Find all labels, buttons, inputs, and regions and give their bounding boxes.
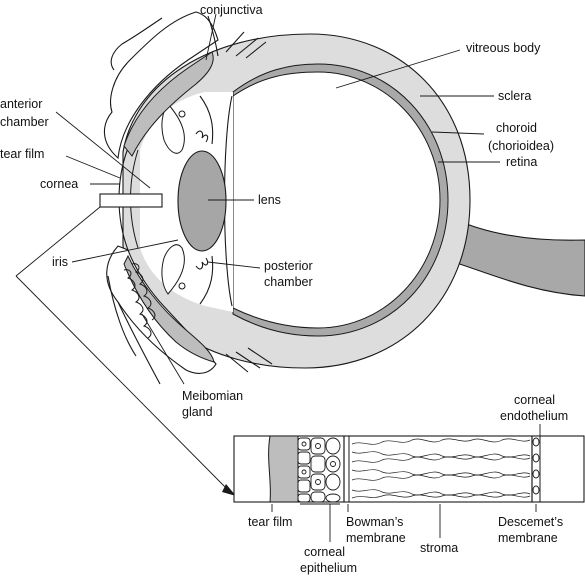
cornea-detail (233, 435, 585, 503)
conjunctiva-fold (207, 15, 219, 57)
labels: conjunctiva vitreous body anterior chamb… (0, 3, 568, 575)
label-lens: lens (258, 193, 281, 207)
tear-film-layer (268, 435, 299, 503)
zoom-lines (15, 206, 236, 496)
corneal-epithelium-cells (297, 437, 341, 503)
upper-lid-skin (110, 17, 163, 71)
label-posterior-chamber-line1: posterior (264, 259, 313, 273)
upper-eyelid (103, 11, 219, 160)
leader-lines (55, 13, 541, 542)
lower-eyelid-tarsus (123, 254, 215, 363)
label-anterior-chamber-line1: anterior (0, 97, 42, 111)
label-bowmans-line2: membrane (346, 531, 406, 545)
label-posterior-chamber-line2: chamber (264, 275, 313, 289)
lens (177, 150, 227, 252)
label-choroid-line1: choroid (496, 121, 537, 135)
meibomian-gland-shape-2 (131, 263, 156, 321)
iris-lower (161, 244, 185, 295)
leader-choroid (431, 131, 485, 135)
ciliary-process-lower (195, 257, 209, 270)
stroma-fibres (351, 438, 531, 499)
label-epithelium-line1: corneal (304, 545, 345, 559)
label-bowmans-line1: Bowman’s (346, 515, 403, 529)
leader-tear-film (65, 155, 121, 179)
eyelash-upper (225, 31, 267, 59)
label-tear-film: tear film (0, 147, 44, 161)
label-corneal-endothelium-line1: corneal (514, 393, 555, 407)
leader-vitreous-body (335, 49, 461, 89)
label-tear-film-detail: tear film (248, 515, 292, 529)
leader-iris (71, 239, 179, 263)
label-conjunctiva: conjunctiva (200, 3, 263, 17)
label-choroid-line2: (chorioidea) (488, 139, 554, 153)
label-sclera: sclera (498, 89, 531, 103)
label-retina: retina (506, 155, 537, 169)
eyelash-lower (225, 347, 273, 373)
cornea-section-box (99, 193, 163, 208)
ciliary-dot-lower (178, 282, 186, 290)
zoom-arrowhead (222, 484, 236, 496)
label-anterior-chamber-line2: chamber (0, 115, 49, 129)
label-corneal-endothelium-line2: endothelium (500, 409, 568, 423)
ciliary-process-upper (195, 130, 209, 143)
label-stroma: stroma (420, 541, 458, 555)
meibomian-gland-shape (123, 269, 152, 339)
label-vitreous-body: vitreous body (466, 41, 541, 55)
vitreous-body (232, 71, 441, 329)
leader-meibomian-gland (141, 313, 185, 385)
iris-upper (161, 103, 185, 154)
lower-lid-skin (107, 275, 161, 385)
upper-eyelid-tarsus (123, 51, 214, 157)
leader-anterior-chamber (55, 111, 151, 189)
leader-conjunctiva (205, 13, 217, 61)
leader-posterior-chamber (207, 261, 261, 269)
label-meibomian-line2: gland (182, 405, 213, 419)
label-iris: iris (52, 255, 68, 269)
label-descemets-line2: membrane (498, 531, 558, 545)
label-meibomian-line1: Meibomian (182, 389, 243, 403)
zonule-upper (199, 95, 214, 145)
zonule-lower (199, 255, 214, 305)
eye-cross-section (99, 11, 585, 385)
ciliary-dot-upper (178, 110, 186, 118)
label-descemets-line1: Descemet’s (498, 515, 563, 529)
endothelium-cells (532, 437, 540, 495)
label-cornea: cornea (40, 177, 78, 191)
label-epithelium-line2: epithelium (300, 561, 357, 575)
